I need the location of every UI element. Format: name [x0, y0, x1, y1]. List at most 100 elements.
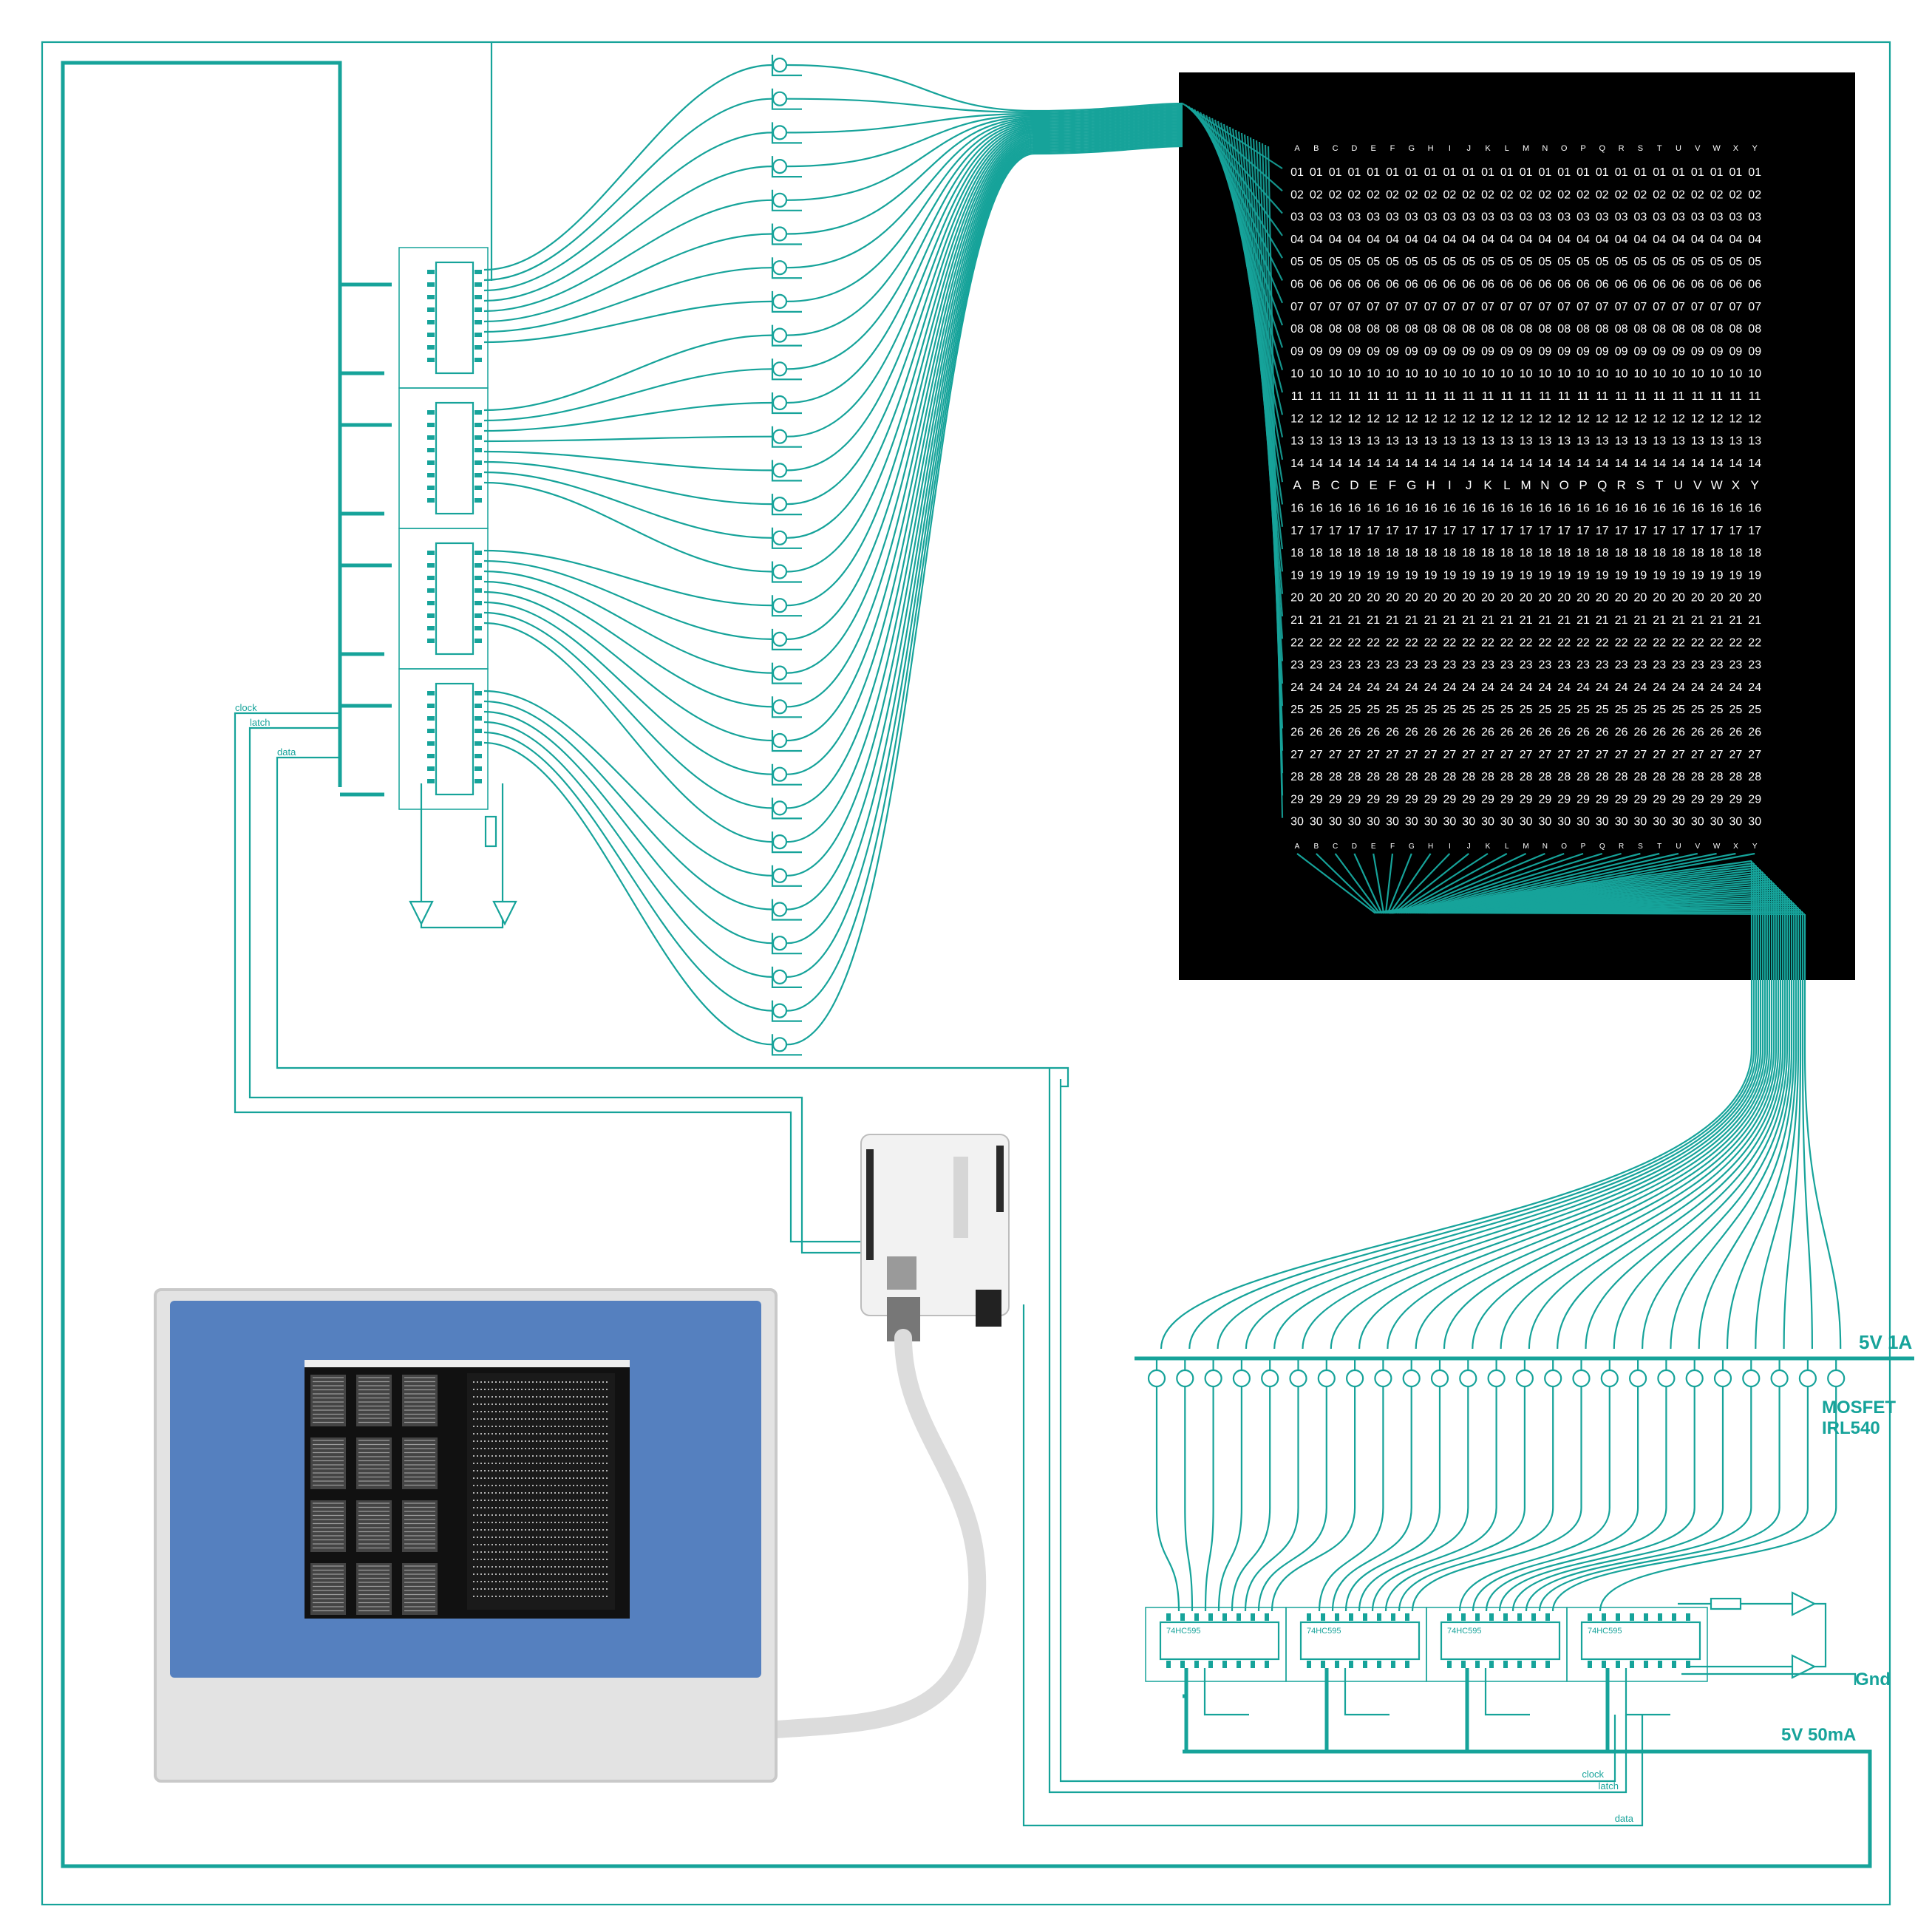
matrix-cell: 28 — [1500, 771, 1514, 783]
app-thumbnail[interactable] — [356, 1375, 392, 1426]
matrix-cell: 29 — [1576, 793, 1590, 806]
matrix-cell: 20 — [1557, 592, 1571, 605]
app-thumbnail[interactable] — [310, 1563, 346, 1615]
matrix-cell: 06 — [1520, 279, 1533, 291]
matrix-cell: 06 — [1672, 279, 1685, 291]
mosfet-icon — [1798, 1369, 1817, 1388]
matrix-cell: 13 — [1481, 435, 1494, 448]
chip-pin — [1363, 1613, 1367, 1621]
row-wire — [786, 126, 1183, 607]
matrix-cell: 19 — [1653, 569, 1666, 582]
matrix-cell: 13 — [1520, 435, 1533, 448]
app-thumbnail[interactable] — [356, 1500, 392, 1552]
matrix-col-lead — [1407, 852, 1786, 914]
matrix-cell: 13 — [1386, 435, 1399, 448]
app-thumbnail[interactable] — [356, 1563, 392, 1615]
app-thumbnail[interactable] — [402, 1437, 438, 1489]
matrix-cell: 19 — [1520, 569, 1533, 582]
laptop — [154, 1288, 778, 1783]
chip-pin — [1588, 1613, 1592, 1621]
matrix-cell: 04 — [1634, 234, 1647, 246]
matrix-cell: 03 — [1348, 211, 1361, 224]
matrix-cell: 01 — [1710, 166, 1724, 179]
mosfet-icon — [1487, 1369, 1506, 1388]
chip-outline — [1566, 1607, 1708, 1682]
chip-pin — [427, 448, 435, 452]
chip-to-transistor-wire — [483, 549, 773, 607]
matrix-cell: 27 — [1672, 749, 1685, 761]
chip-pin — [427, 320, 435, 324]
matrix-cell: 13 — [1691, 435, 1704, 448]
arduino-board — [860, 1134, 1010, 1341]
matrix-cell: 19 — [1462, 569, 1475, 582]
matrix-col-lead — [1427, 852, 1806, 916]
matrix-cell: P — [1579, 478, 1587, 492]
matrix-cell: 25 — [1710, 704, 1724, 716]
matrix-cell: 09 — [1615, 345, 1628, 358]
matrix-cell: 30 — [1539, 816, 1552, 828]
latch-label-bottom: latch — [1599, 1780, 1619, 1791]
chip-pin — [475, 282, 482, 287]
row-transistor-icon — [772, 91, 788, 106]
matrix-cell: 27 — [1539, 749, 1552, 761]
row-transistor-icon — [772, 429, 788, 444]
chip-pin — [427, 435, 435, 440]
matrix-cell: 14 — [1424, 457, 1438, 470]
matrix-cell: 01 — [1348, 166, 1361, 179]
matrix-cell: 04 — [1672, 234, 1685, 246]
matrix-cell: 06 — [1557, 279, 1571, 291]
matrix-cell: 06 — [1539, 279, 1552, 291]
app-thumbnail[interactable] — [402, 1563, 438, 1615]
matrix-cell: 28 — [1634, 771, 1647, 783]
matrix-cell: 22 — [1634, 636, 1647, 649]
matrix-cell: 01 — [1329, 166, 1342, 179]
matrix-cell: 21 — [1748, 614, 1761, 627]
row-transistor-icon — [772, 598, 788, 613]
column-header-top: Y — [1752, 144, 1758, 153]
matrix-cell: 18 — [1691, 547, 1704, 559]
chip-pin — [1237, 1613, 1241, 1621]
matrix-cell: 27 — [1500, 749, 1514, 761]
mosfet-to-chip-wire — [1344, 1386, 1441, 1612]
matrix-cell: 17 — [1634, 525, 1647, 537]
usb-port-icon — [887, 1256, 916, 1290]
matrix-cell: D — [1350, 478, 1358, 492]
app-thumbnail[interactable] — [356, 1437, 392, 1489]
matrix-cell: 24 — [1500, 681, 1514, 694]
row-transistor-icon — [772, 631, 788, 647]
matrix-cell: 18 — [1481, 547, 1494, 559]
matrix-cell: 01 — [1596, 166, 1609, 179]
app-thumbnail[interactable] — [402, 1500, 438, 1552]
column-wire — [1472, 885, 1778, 1350]
matrix-cell: 30 — [1290, 816, 1304, 828]
row-wire — [786, 130, 1183, 708]
matrix-cell: 02 — [1290, 188, 1304, 201]
arduino-header-analog — [996, 1146, 1004, 1212]
matrix-cell: 02 — [1386, 188, 1399, 201]
matrix-cell: 07 — [1672, 301, 1685, 313]
matrix-cell: 14 — [1348, 457, 1361, 470]
matrix-cell: 12 — [1386, 412, 1399, 425]
app-preview-panel — [467, 1373, 615, 1610]
matrix-cell: 25 — [1329, 704, 1342, 716]
app-thumbnail[interactable] — [310, 1437, 346, 1489]
matrix-cell: 20 — [1710, 592, 1724, 605]
chip-pin — [475, 333, 482, 337]
chip-pin — [427, 601, 435, 605]
power-bus-left — [61, 61, 1872, 1868]
app-thumbnail[interactable] — [310, 1375, 346, 1426]
chip-pin — [1475, 1613, 1480, 1621]
app-thumbnail[interactable] — [402, 1375, 438, 1426]
matrix-cell: 29 — [1481, 793, 1494, 806]
chip-pin — [475, 320, 482, 324]
matrix-cell: 26 — [1424, 726, 1438, 739]
row-transistor-lead — [771, 324, 802, 347]
matrix-cell: 02 — [1424, 188, 1438, 201]
app-thumbnail[interactable] — [310, 1500, 346, 1552]
matrix-cell: 08 — [1691, 323, 1704, 336]
matrix-cell: 21 — [1653, 614, 1666, 627]
matrix-cell: 13 — [1329, 435, 1342, 448]
matrix-col-lead — [1403, 852, 1781, 914]
matrix-cell: 28 — [1576, 771, 1590, 783]
matrix-cell: 03 — [1748, 211, 1761, 224]
